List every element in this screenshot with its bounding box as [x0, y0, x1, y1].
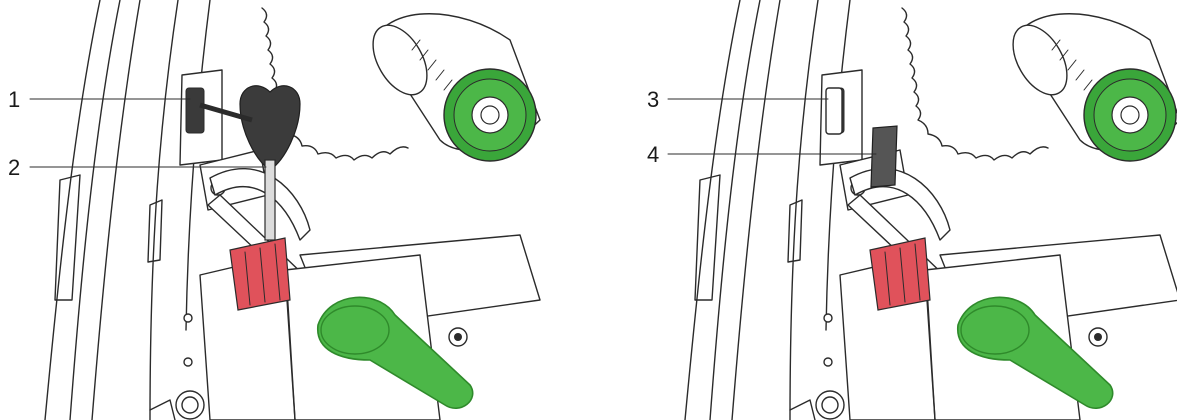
- left-panel: 1 2: [8, 0, 541, 420]
- callout-4: 4: [647, 142, 659, 167]
- adjuster-block-icon: [870, 125, 898, 188]
- key-icon: [199, 85, 301, 241]
- callout-2: 2: [8, 155, 20, 180]
- right-panel: 3 4: [647, 0, 1177, 420]
- callout-3: 3: [647, 87, 659, 112]
- callout-1: 1: [8, 87, 20, 112]
